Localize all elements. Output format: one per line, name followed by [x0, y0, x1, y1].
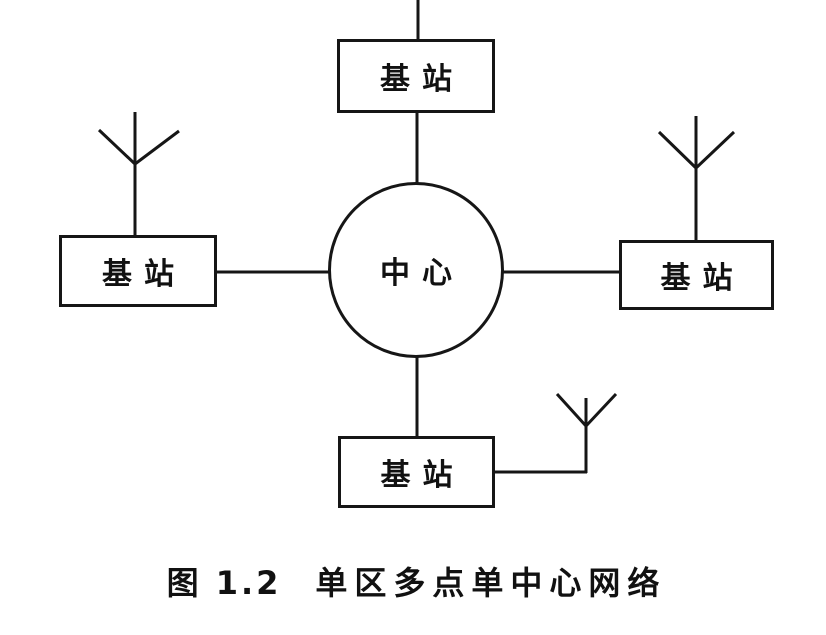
- base-station-top-label: 基站: [380, 62, 464, 97]
- base-station-right-label: 基站: [660, 261, 745, 296]
- antenna-bottom-icon: [493, 392, 618, 474]
- base-station-bottom: 基站: [338, 436, 495, 508]
- figure-number: 图 1.2: [166, 564, 282, 602]
- antenna-right-icon: [657, 116, 736, 242]
- antenna-left-icon: [97, 112, 180, 237]
- center-node-label: 中心: [380, 256, 464, 291]
- base-station-left: 基站: [59, 235, 217, 307]
- figure-title: 单区多点单中心网络: [315, 564, 667, 602]
- figure-caption: 图 1.2 单区多点单中心网络: [0, 558, 826, 604]
- center-node: 中心: [328, 182, 504, 358]
- base-station-right: 基站: [619, 240, 774, 310]
- base-station-bottom-label: 基站: [380, 458, 465, 493]
- base-station-left-label: 基站: [102, 257, 186, 292]
- base-station-top: 基站: [337, 39, 495, 113]
